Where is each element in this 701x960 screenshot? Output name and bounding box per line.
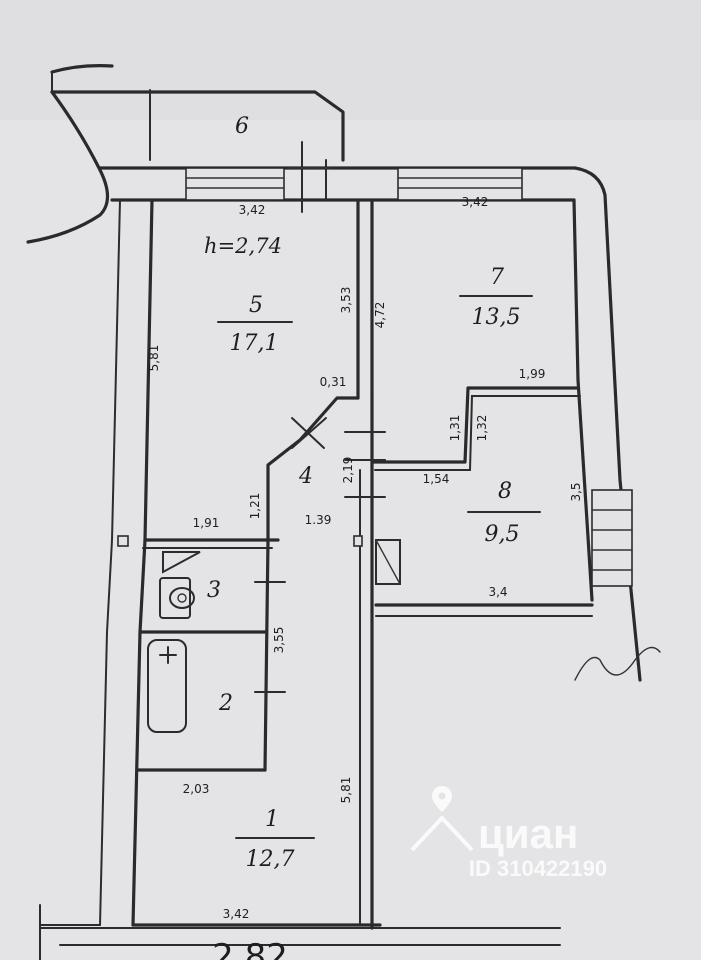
dim-top-right: 3,42 (462, 195, 489, 209)
dim-room3-width: 1,91 (193, 516, 220, 530)
dim-room8-a: 1,31 (448, 415, 462, 442)
dim-room8-b: 1,32 (475, 415, 489, 442)
room-1-number: 1 (265, 807, 279, 832)
watermark-brand: циан (478, 810, 578, 857)
dim-room5-depth: 5,81 (147, 345, 161, 372)
bathtub-icon (147, 639, 187, 733)
dim-room1-depth: 5,81 (339, 777, 353, 804)
room-8-number: 8 (498, 479, 512, 504)
room-8-area: 9,5 (485, 522, 520, 547)
dim-room7-inner: 1,99 (519, 367, 546, 381)
room-5-number: 5 (249, 293, 263, 318)
room-5-area: 17,1 (230, 331, 279, 356)
room-1-area: 12,7 (246, 847, 295, 872)
dim-bottom: 3,42 (223, 907, 250, 921)
ceiling-height: h=2,74 (204, 234, 282, 258)
dim-room3-wall: 1,21 (248, 493, 262, 520)
room-4-number: 4 (298, 464, 313, 489)
watermark-listing-id: ID 310422190 (469, 856, 607, 881)
dimension-ticks (254, 431, 386, 693)
dim-room8-side: 3,5 (569, 482, 583, 501)
dim-room2-height: 3,55 (272, 627, 286, 654)
dim-corridor-small: 0,31 (320, 375, 347, 389)
dim-top-left: 3,42 (239, 203, 266, 217)
dim-corridor-width: 1.39 (305, 513, 332, 527)
stove-icon (375, 539, 401, 585)
room-2-number: 2 (218, 691, 233, 716)
toilet-icon (159, 551, 201, 619)
dim-bottom-cut: 2,82 (212, 937, 288, 960)
room-7-area: 13,5 (472, 305, 521, 330)
window-room8 (591, 489, 633, 587)
room-6-number: 6 (235, 114, 249, 139)
window-right (397, 167, 523, 201)
break-line (574, 646, 661, 681)
dim-corridor-mid: 2,19 (341, 457, 355, 484)
dim-room5-wall: 3,53 (339, 287, 353, 314)
window-left (185, 167, 285, 201)
dim-room2-width: 2,03 (183, 782, 210, 796)
cian-logo-icon (410, 786, 474, 852)
room-7-number: 7 (490, 265, 504, 290)
balcony-door (289, 141, 331, 213)
balcony-outline (26, 64, 345, 244)
dim-room7-wall: 4,72 (373, 302, 387, 329)
dim-room8-bottom: 3,4 (488, 585, 507, 599)
door-swing (291, 417, 327, 449)
room-3-number: 3 (207, 578, 221, 603)
dim-room8-c: 1,54 (423, 472, 450, 486)
